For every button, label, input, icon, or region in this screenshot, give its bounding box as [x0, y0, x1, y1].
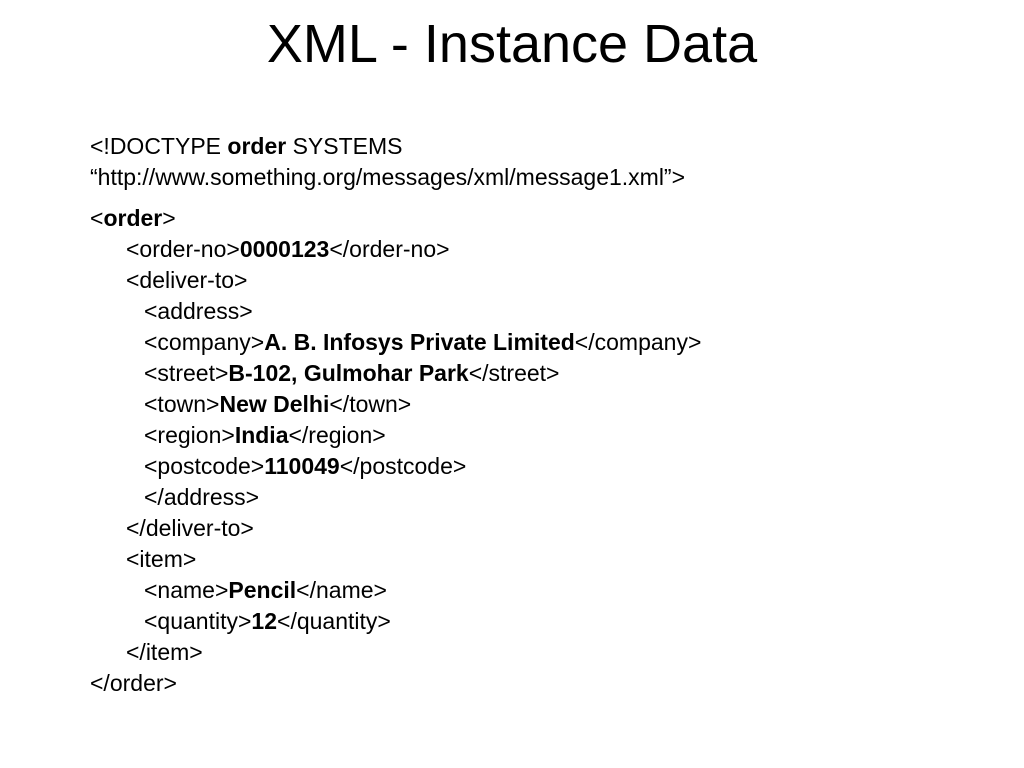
address-close-line: </address> — [90, 482, 990, 513]
order-no-close-tag: </order-no> — [329, 236, 450, 262]
order-close-tag: </order> — [90, 670, 177, 696]
address-open-line: <address> — [90, 296, 990, 327]
doctype-keyword: SYSTEMS — [286, 133, 403, 159]
xml-code-block: <!DOCTYPE order SYSTEMS “http://www.some… — [90, 131, 990, 699]
order-no-line: <order-no>0000123</order-no> — [90, 234, 990, 265]
region-close-tag: </region> — [288, 422, 386, 448]
street-value: B-102, Gulmohar Park — [228, 360, 469, 386]
town-close-tag: </town> — [329, 391, 412, 417]
item-open-tag: <item> — [126, 546, 197, 572]
company-open-tag: <company> — [144, 329, 265, 355]
street-line: <street>B-102, Gulmohar Park</street> — [90, 358, 990, 389]
company-line: <company>A. B. Infosys Private Limited</… — [90, 327, 990, 358]
deliver-to-open-line: <deliver-to> — [90, 265, 990, 296]
address-open-tag: <address> — [144, 298, 253, 324]
doctype-root: order — [227, 133, 287, 159]
name-line: <name>Pencil</name> — [90, 575, 990, 606]
postcode-open-tag: <postcode> — [144, 453, 265, 479]
company-value: A. B. Infosys Private Limited — [264, 329, 575, 355]
deliver-to-open-tag: <deliver-to> — [126, 267, 248, 293]
region-value: India — [234, 422, 289, 448]
postcode-value: 110049 — [264, 453, 340, 479]
doctype-prefix: <!DOCTYPE — [90, 133, 228, 159]
town-value: New Delhi — [219, 391, 330, 417]
name-open-tag: <name> — [144, 577, 229, 603]
order-no-value: 0000123 — [239, 236, 330, 262]
order-no-open-tag: <order-no> — [126, 236, 240, 262]
order-open-lt: < — [90, 205, 104, 231]
quantity-close-tag: </quantity> — [277, 608, 391, 634]
name-value: Pencil — [228, 577, 297, 603]
quantity-value: 12 — [251, 608, 278, 634]
item-close-tag: </item> — [126, 639, 203, 665]
town-line: <town>New Delhi</town> — [90, 389, 990, 420]
postcode-line: <postcode>110049</postcode> — [90, 451, 990, 482]
order-open-line: <order> — [90, 203, 990, 234]
region-open-tag: <region> — [144, 422, 235, 448]
order-open-name: order — [103, 205, 163, 231]
region-line: <region>India</region> — [90, 420, 990, 451]
spacer — [90, 193, 990, 203]
item-open-line: <item> — [90, 544, 990, 575]
address-close-tag: </address> — [144, 484, 260, 510]
street-close-tag: </street> — [468, 360, 560, 386]
company-close-tag: </company> — [574, 329, 702, 355]
quantity-line: <quantity>12</quantity> — [90, 606, 990, 637]
order-open-gt: > — [162, 205, 176, 231]
doctype-uri-line: “http://www.something.org/messages/xml/m… — [90, 162, 990, 193]
street-open-tag: <street> — [144, 360, 229, 386]
name-close-tag: </name> — [296, 577, 387, 603]
deliver-to-close-line: </deliver-to> — [90, 513, 990, 544]
town-open-tag: <town> — [144, 391, 220, 417]
doctype-line: <!DOCTYPE order SYSTEMS — [90, 131, 990, 162]
deliver-to-close-tag: </deliver-to> — [126, 515, 254, 541]
order-close-line: </order> — [90, 668, 990, 699]
slide-title: XML - Instance Data — [266, 14, 758, 74]
item-close-line: </item> — [90, 637, 990, 668]
quantity-open-tag: <quantity> — [144, 608, 252, 634]
postcode-close-tag: </postcode> — [339, 453, 467, 479]
doctype-uri: “http://www.something.org/messages/xml/m… — [90, 164, 686, 190]
